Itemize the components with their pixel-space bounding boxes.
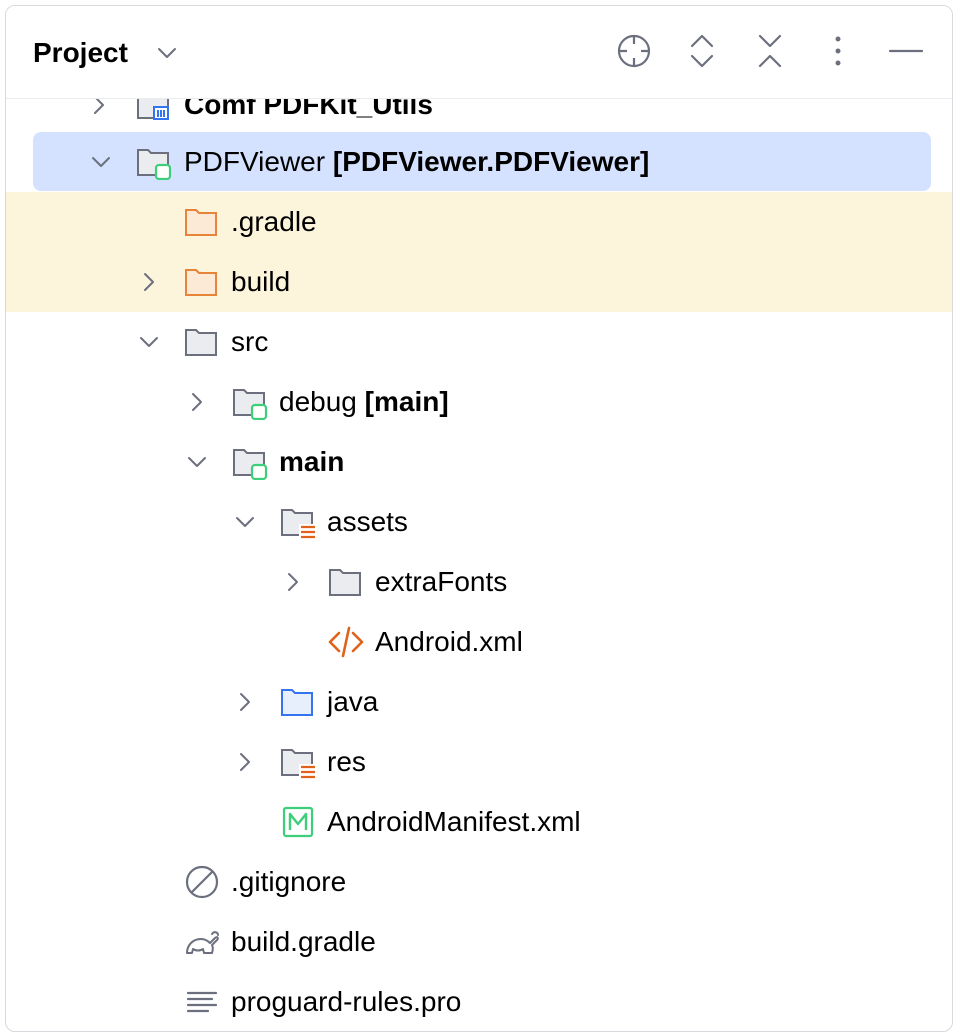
tree-item[interactable]: Comf PDFKit_Utils [6,99,952,135]
tree-item[interactable]: PDFViewer [PDFViewer.PDFViewer] [6,132,952,192]
folder-icon [184,324,220,360]
chevron-down-icon[interactable] [138,331,160,353]
tree-item[interactable]: build [6,252,952,312]
module-icon [136,99,172,123]
tree-item-label: java [327,686,379,717]
chevron-right-icon[interactable] [138,271,160,293]
crosshair-icon [617,34,651,68]
tree-item[interactable]: debug [main] [6,372,952,432]
tree-item[interactable]: .gitignore [6,852,952,912]
excluded-folder-icon [184,204,220,240]
chevron-right-icon[interactable] [282,571,304,593]
chevron-down-icon[interactable] [234,511,256,533]
project-tree: Comf PDFKit_Utils PDFViewer [PDFViewer.P… [6,99,952,1031]
tree-item[interactable]: src [6,312,952,372]
tree-item-label: .gradle [231,206,317,237]
tree-item[interactable]: res [6,732,952,792]
tree-item-label: proguard-rules.pro [231,986,462,1017]
resources-folder-icon [280,504,316,540]
options-button[interactable] [820,33,856,69]
source-set-folder-icon [232,444,268,481]
tree-item-label: debug [279,386,357,417]
selection-highlight [33,132,931,191]
source-set-suffix: [main] [364,386,449,417]
module-folder-icon [136,144,172,181]
tree-item-label: Android.xml [375,626,523,657]
tree-item-label: main [279,446,345,477]
tree-item-label: build [231,266,291,297]
module-name-suffix: [PDFViewer.PDFViewer] [332,146,650,177]
tree-item[interactable]: build.gradle [6,912,952,972]
tree-item[interactable]: .gradle [6,192,952,252]
chevron-right-icon[interactable] [234,691,256,713]
resources-folder-icon [280,744,316,780]
tree-item[interactable]: AndroidManifest.xml [6,792,952,852]
chevron-right-icon[interactable] [186,391,208,413]
expand-all-icon [690,34,714,68]
tree-item[interactable]: java [6,672,952,732]
chevron-down-icon[interactable] [90,151,112,173]
minimize-icon [888,49,924,53]
tool-window-title[interactable]: Project [33,37,128,68]
expand-all-button[interactable] [684,33,720,69]
ignored-file-icon [184,864,220,900]
tree-item-label: .gitignore [231,866,347,897]
tree-item[interactable]: assets [6,492,952,552]
source-root-folder-icon [280,684,316,720]
xml-file-icon [328,624,364,660]
tree-item-label: PDFViewer [184,146,326,177]
tree-item-label: res [327,746,366,777]
tool-window-header: Project [6,6,952,99]
chevron-down-icon[interactable] [156,42,178,64]
collapse-all-button[interactable] [752,33,788,69]
chevron-right-icon[interactable] [234,751,256,773]
tree-item[interactable]: main [6,432,952,492]
locate-file-button[interactable] [616,33,652,69]
folder-icon [328,564,364,600]
tree-item-label: assets [327,506,408,537]
hide-button[interactable] [888,33,924,69]
tree-item-label: build.gradle [231,926,376,957]
project-tool-window: Project [5,5,953,1032]
tree-item[interactable]: extraFonts [6,552,952,612]
source-set-folder-icon [232,384,268,421]
tree-item-label: src [231,326,269,357]
more-vertical-icon [835,36,841,66]
tree-item-label: Comf PDFKit_Utils [184,99,433,120]
manifest-file-icon [280,804,316,840]
excluded-folder-icon [184,264,220,300]
chevron-right-icon[interactable] [88,99,110,116]
tree-item-label: AndroidManifest.xml [327,806,581,837]
gradle-file-icon [184,924,220,960]
tree-item[interactable]: Android.xml [6,612,952,672]
tree-item[interactable]: proguard-rules.pro [6,972,952,1031]
tree-item-label: extraFonts [375,566,508,597]
collapse-all-icon [758,34,782,68]
text-file-icon [184,984,220,1020]
chevron-down-icon[interactable] [186,451,208,473]
